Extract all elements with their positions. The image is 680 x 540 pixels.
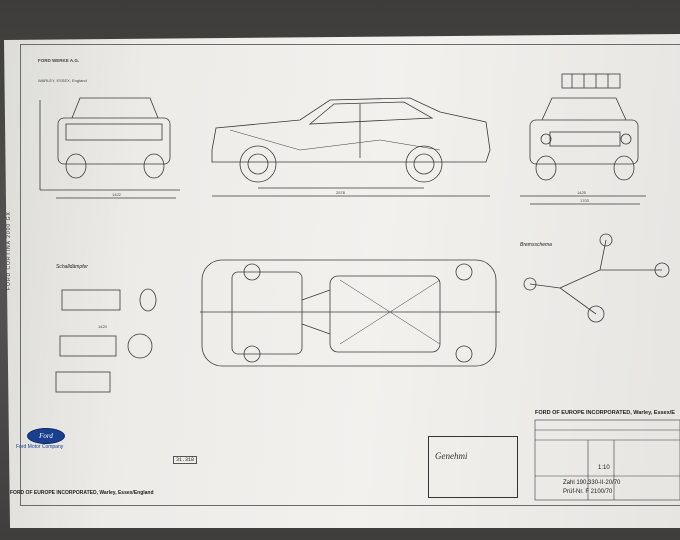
rear-view-drawing (39, 97, 180, 199)
muffler-details (55, 288, 157, 393)
company-name: Ford Motor Company (16, 444, 64, 450)
dim-width-front: 1425 (577, 190, 586, 195)
vertical-model-label: FORD CORTINA 2000 GX (6, 211, 12, 290)
drawing-scale: 1:10 (598, 465, 610, 471)
front-view-drawing (520, 73, 646, 205)
title-block-company: FORD OF EUROPE INCORPORATED, Warley, Ess… (535, 410, 675, 416)
footer-company: FORD OF EUROPE INCORPORATED, Warley, Ess… (10, 490, 154, 496)
test-number: Prüf-Nr. F 2100/70 (563, 489, 613, 495)
company-block: FORD WERKE A.G. (38, 58, 80, 63)
approval-stamp: Genehmi (428, 436, 518, 498)
dim-front-track: 1703 (580, 198, 589, 203)
ford-logo: Ford (27, 428, 65, 444)
dim-width-rear: 1422 (112, 192, 121, 197)
section-label-brake: Bremsschema (520, 242, 552, 248)
top-view-drawing (200, 259, 500, 367)
drawing-counter: 31.318 (173, 456, 198, 464)
dim-length-top: 1420 (98, 324, 107, 329)
drawing-frame (20, 44, 680, 506)
brake-schema-drawing (523, 233, 670, 323)
side-view-drawing (211, 97, 491, 197)
dim-wheelbase: 2578 (336, 190, 345, 195)
section-label-muffler: Schalldämpfer (56, 264, 88, 270)
title-block (534, 419, 680, 501)
approval-number: Zahl 190.330-II-20/70 (563, 480, 621, 486)
stamp-name: Genehmi (435, 451, 468, 461)
company-subline: WARLEY, ESSEX, England (38, 78, 87, 83)
